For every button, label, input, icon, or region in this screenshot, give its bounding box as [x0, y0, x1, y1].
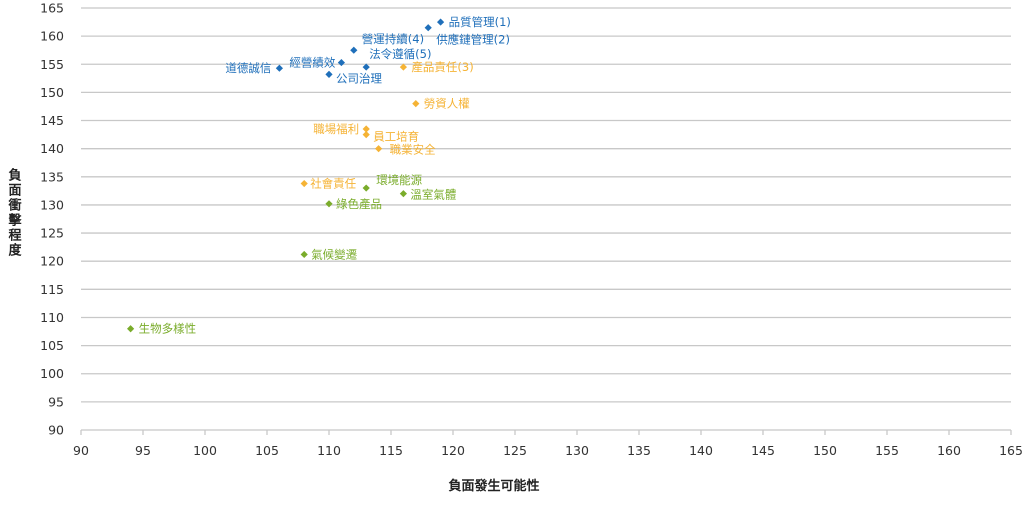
y-tick-label: 115	[40, 282, 64, 297]
x-tick-label: 105	[255, 443, 279, 458]
data-point-marker	[437, 18, 445, 26]
data-point-label: 綠色產品	[336, 197, 382, 211]
y-tick-label: 100	[40, 366, 64, 381]
x-tick-label: 155	[875, 443, 899, 458]
data-point-label: 供應鏈管理(2)	[436, 33, 510, 47]
x-axis-title: 負面發生可能性	[448, 478, 539, 494]
data-point-marker	[412, 100, 420, 108]
x-tick-label: 150	[813, 443, 837, 458]
data-point-label: 氣候變遷	[311, 247, 357, 261]
data-point-marker	[337, 58, 345, 67]
grid-layer	[80, 7, 1012, 435]
data-point-marker	[362, 125, 370, 133]
y-axis-title: 負面衝擊程度	[5, 168, 21, 258]
data-point-label: 產品責任(3)	[411, 60, 473, 74]
x-tick-label: 130	[565, 443, 589, 458]
y-tick-label: 145	[40, 113, 64, 128]
y-tick-label: 105	[40, 338, 64, 353]
data-point-marker	[127, 325, 135, 333]
x-tick-label: 125	[503, 443, 527, 458]
data-point-marker	[424, 24, 432, 32]
data-point-label: 勞資人權	[424, 97, 470, 111]
x-tick-label: 135	[627, 443, 651, 458]
data-point-marker	[375, 145, 383, 153]
data-point-marker	[399, 63, 407, 71]
y-tick-label: 95	[48, 394, 64, 409]
y-tick-label: 125	[40, 226, 64, 241]
data-point-marker	[362, 131, 370, 139]
data-point-marker	[325, 200, 333, 208]
data-point-label: 職業安全	[390, 143, 436, 157]
x-tick-label: 140	[689, 443, 713, 458]
y-tick-label: 155	[40, 57, 64, 72]
data-point-marker	[275, 64, 283, 72]
data-point-label: 溫室氣體	[410, 188, 456, 202]
x-tick-label: 115	[379, 443, 403, 458]
x-tick-labels: 90 95 100 105 110 115 120 125 130 135 140 145 150 155…	[73, 443, 1023, 458]
y-tick-label: 165	[40, 1, 64, 16]
x-tick-label: 160	[937, 443, 961, 458]
y-tick-label: 130	[40, 197, 64, 212]
data-point-marker	[362, 184, 370, 192]
data-point-label: 社會責任	[310, 177, 356, 191]
data-point-marker	[300, 179, 308, 188]
data-point-label: 環境能源	[376, 173, 422, 187]
data-point-label: 公司治理	[336, 71, 382, 85]
data-point-marker	[399, 190, 407, 198]
data-point-label: 經營績效	[289, 56, 335, 70]
data-point-marker	[350, 46, 358, 54]
x-tick-label: 145	[751, 443, 775, 458]
y-tick-label: 160	[40, 29, 64, 44]
y-tick-labels: 90 95 100 105 110 115 120 125 130 135 140 145 150 155…	[40, 1, 64, 438]
data-point-marker	[362, 63, 370, 71]
x-tick-label: 100	[193, 443, 217, 458]
x-tick-label: 165	[999, 443, 1023, 458]
data-point-label: 員工培育	[373, 130, 419, 144]
y-tick-label: 110	[40, 310, 64, 325]
x-tick-label: 90	[73, 443, 89, 458]
data-point-label: 營運持續(4)	[362, 32, 424, 46]
y-tick-label: 135	[40, 169, 64, 184]
y-tick-label: 120	[40, 254, 64, 269]
data-point-label: 品質管理(1)	[449, 15, 511, 29]
data-point-label: 生物多樣性	[139, 322, 197, 336]
y-tick-label: 140	[40, 141, 64, 156]
data-point-marker	[325, 70, 333, 78]
x-tick-label: 110	[317, 443, 341, 458]
point-labels: 品質管理(1) 供應鏈管理(2) 營運持續(4)法令遵循(5) 經營績效 道德誠信公司治…	[139, 15, 511, 336]
y-tick-label: 90	[48, 423, 64, 438]
x-tick-label: 120	[441, 443, 465, 458]
data-point-label: 職場福利	[313, 122, 359, 136]
data-point-marker	[300, 250, 308, 259]
data-point-label: 道德誠信	[225, 61, 271, 75]
data-points	[127, 18, 445, 333]
data-point-label: 法令遵循(5)	[369, 47, 431, 61]
y-tick-label: 150	[40, 85, 64, 100]
x-tick-label: 95	[135, 443, 151, 458]
